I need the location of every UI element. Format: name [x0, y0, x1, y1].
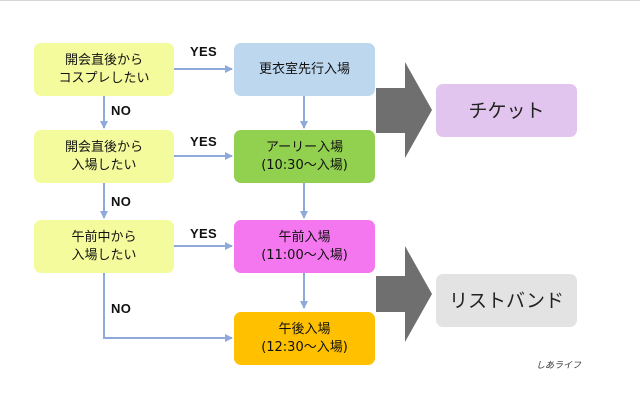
yes-label-2: YES [190, 134, 217, 149]
result-wristband: リストバンド [436, 274, 577, 327]
result-ticket: チケット [436, 84, 577, 137]
wristband-big-arrow [376, 246, 432, 342]
ticket-big-arrow [376, 62, 432, 158]
question-open-entry: 開会直後から 入場したい [34, 130, 174, 183]
top-divider [0, 0, 640, 1]
yes-label-1: YES [190, 44, 217, 59]
no-label-3: NO [111, 301, 132, 316]
yes-label-3: YES [190, 226, 217, 241]
no-label-2: NO [111, 194, 132, 209]
question-morning-entry: 午前中から 入場したい [34, 220, 174, 273]
entry-early: アーリー入場 (10:30〜入場) [234, 130, 375, 183]
entry-changing-room: 更衣室先行入場 [234, 43, 375, 96]
no-arrow-3 [103, 273, 233, 342]
entry-afternoon: 午後入場 (12:30〜入場) [234, 312, 375, 365]
no-label-1: NO [111, 103, 132, 118]
entry-morning: 午前入場 (11:00〜入場) [234, 220, 375, 273]
question-cosplay: 開会直後から コスプレしたい [34, 43, 174, 96]
credit-text: しあライフ [536, 361, 582, 371]
